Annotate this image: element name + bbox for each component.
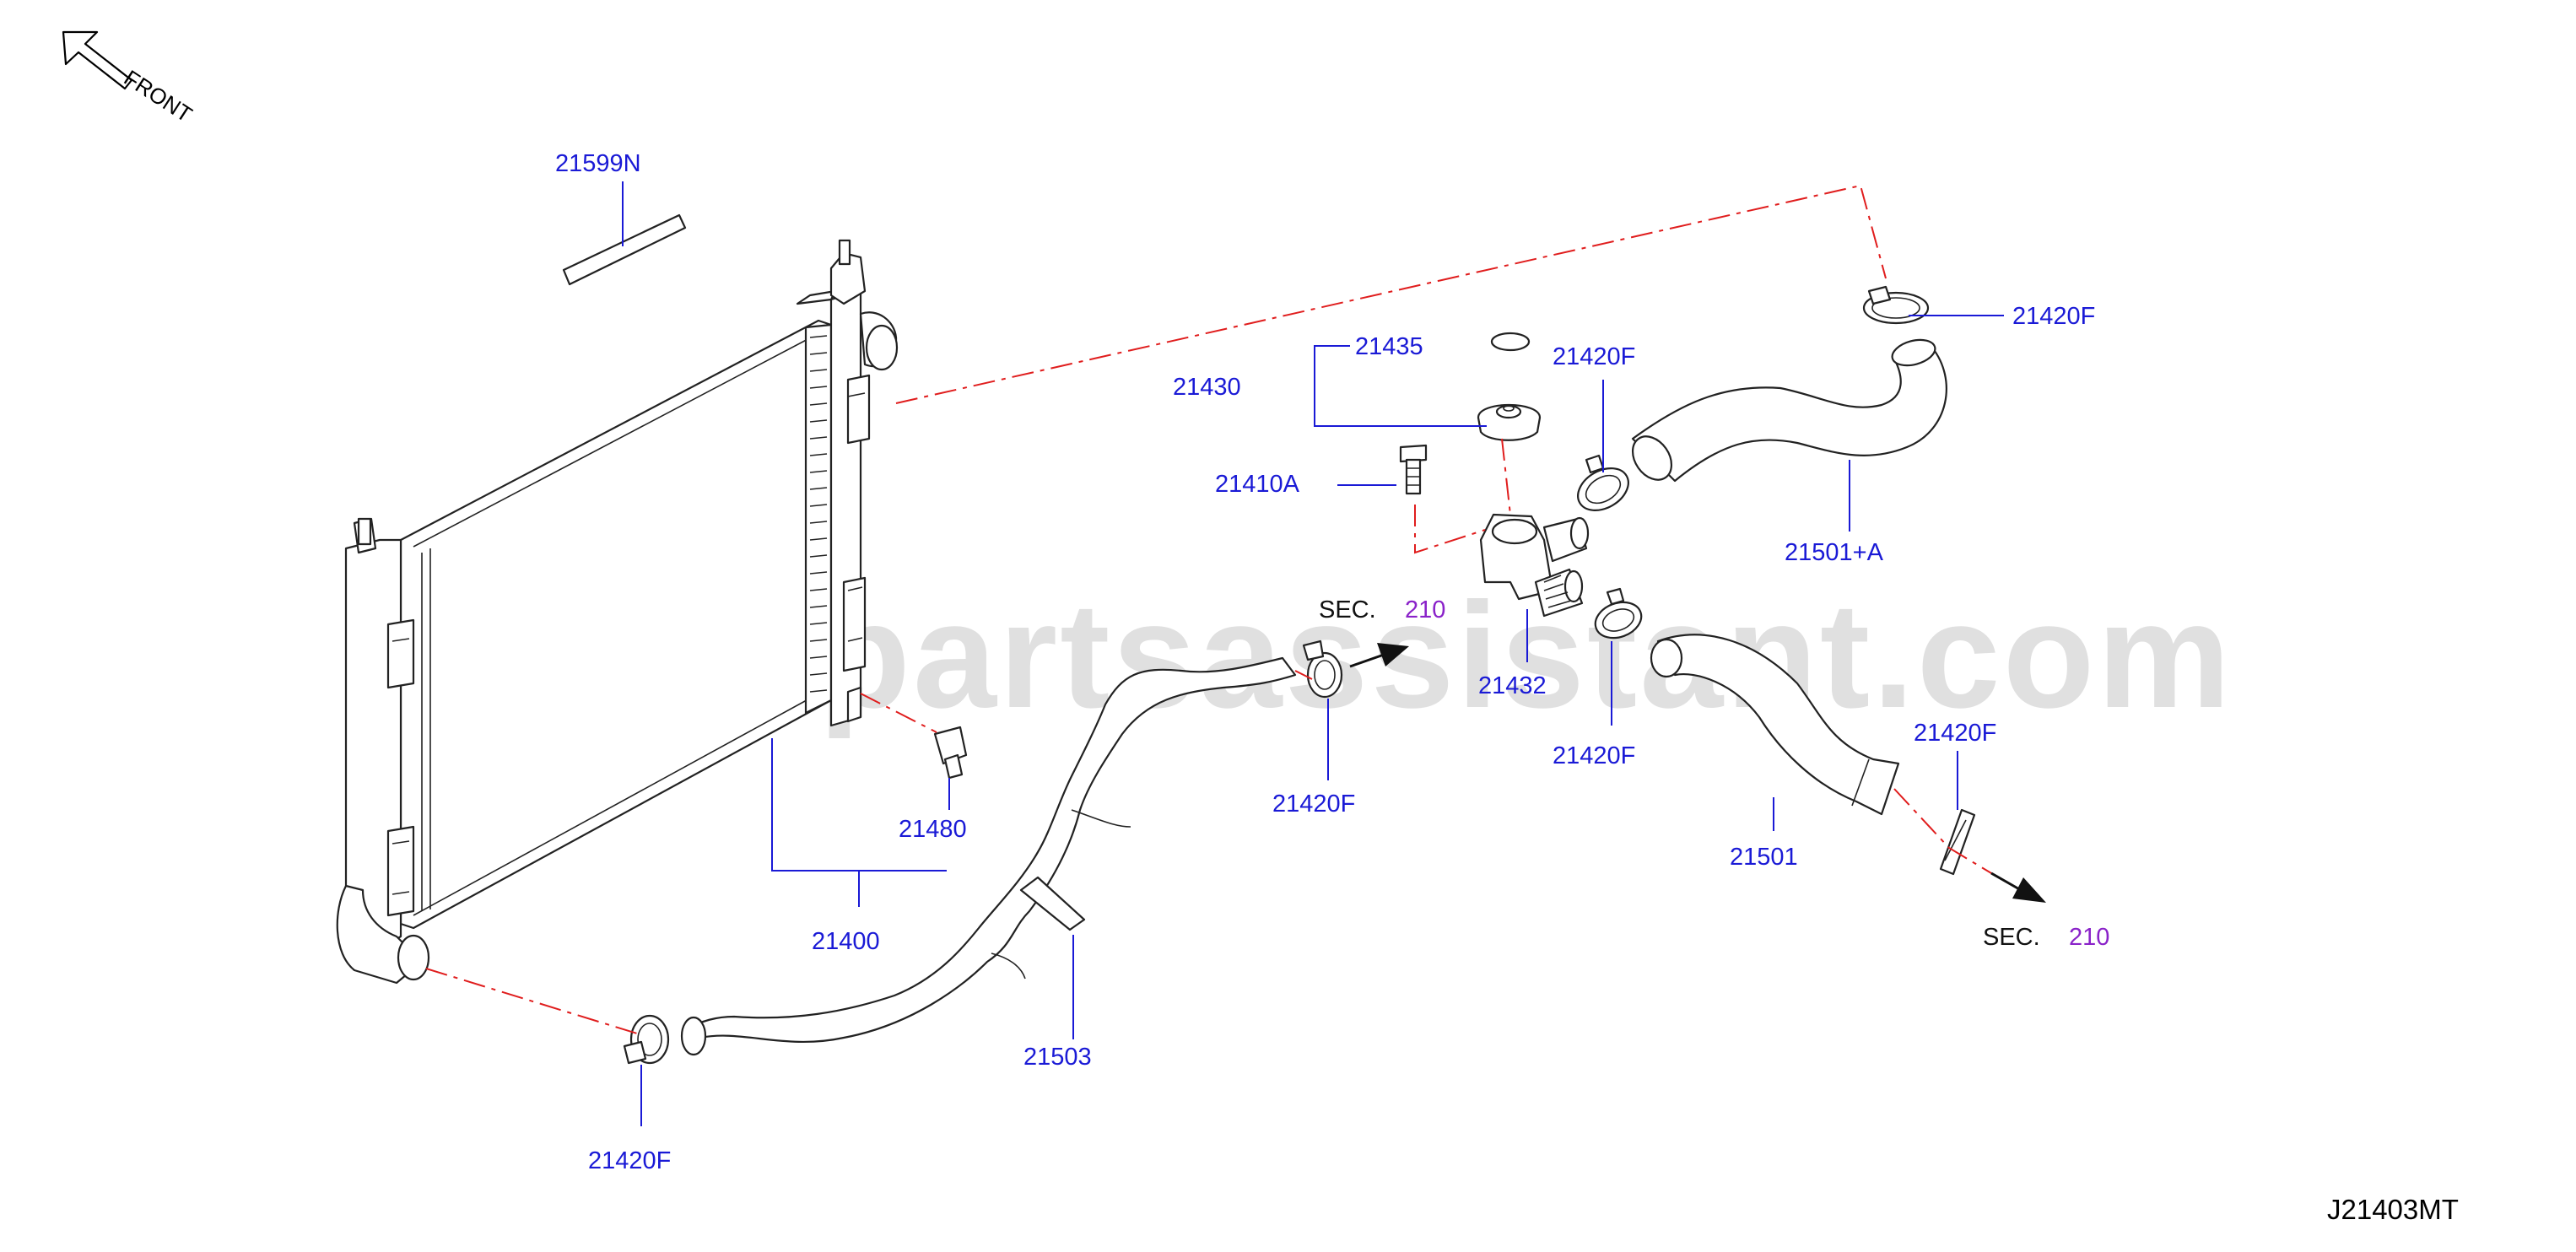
callout-21435: 21435 [1355, 333, 1423, 360]
section-ref-lower-prefix: SEC. [1983, 924, 2040, 951]
section-ref-upper-number: 210 [1405, 596, 1445, 623]
clip-21480 [933, 726, 968, 780]
callout-21599N: 21599N [555, 150, 641, 177]
front-label: FRONT [120, 65, 197, 127]
flow-arrow-lower-icon [1990, 872, 2046, 903]
leader-lines [622, 181, 2004, 1126]
callout-21420F-mid: 21420F [1553, 742, 1635, 769]
callout-21420F-upper-mid: 21420F [1553, 343, 1635, 370]
callout-21400: 21400 [812, 928, 880, 955]
callout-21501: 21501 [1730, 844, 1798, 871]
label-plate-21599N [562, 213, 687, 286]
flow-arrow-upper-icon [1349, 643, 1409, 668]
section-ref-lower-number: 210 [2069, 924, 2109, 951]
section-ref-upper-prefix: SEC. [1319, 596, 1376, 623]
callout-21503: 21503 [1023, 1044, 1092, 1071]
bolt-21410A [1399, 444, 1428, 495]
callout-21410A: 21410A [1215, 471, 1300, 498]
drawing-code: J21403MT [2327, 1194, 2459, 1225]
callout-21420F-sec: 21420F [1272, 791, 1355, 818]
connection-lines [425, 184, 1992, 1034]
hose-band-21503 [1019, 876, 1086, 931]
hose-clamp-21420F-top-right [1862, 285, 1930, 325]
hose-21501A [1631, 338, 1947, 483]
hose-clamp-21420F-mid [1594, 587, 1643, 639]
radiator-21400 [336, 239, 899, 985]
hose-21501 [1650, 634, 1900, 816]
callout-21480: 21480 [899, 816, 967, 843]
hose-clamp-21420F-sec [1302, 639, 1343, 699]
water-outlet-21432 [1479, 513, 1590, 618]
callout-21420F-top-right: 21420F [2012, 303, 2095, 330]
cap-seal-21435 [1490, 332, 1531, 352]
callout-21420F-right: 21420F [1914, 720, 1996, 747]
callout-21432: 21432 [1478, 672, 1547, 699]
hose-clamp-21420F-right [1939, 808, 1976, 876]
hose-clamp-21420F-bottom [623, 1014, 670, 1065]
radiator-cap-21430 [1477, 404, 1542, 441]
callout-21501A: 21501+A [1785, 539, 1884, 566]
callout-21430: 21430 [1173, 374, 1241, 401]
callout-21420F-bottom: 21420F [588, 1147, 671, 1174]
front-arrow-icon [62, 30, 133, 90]
hose-21503 [680, 656, 1297, 1056]
